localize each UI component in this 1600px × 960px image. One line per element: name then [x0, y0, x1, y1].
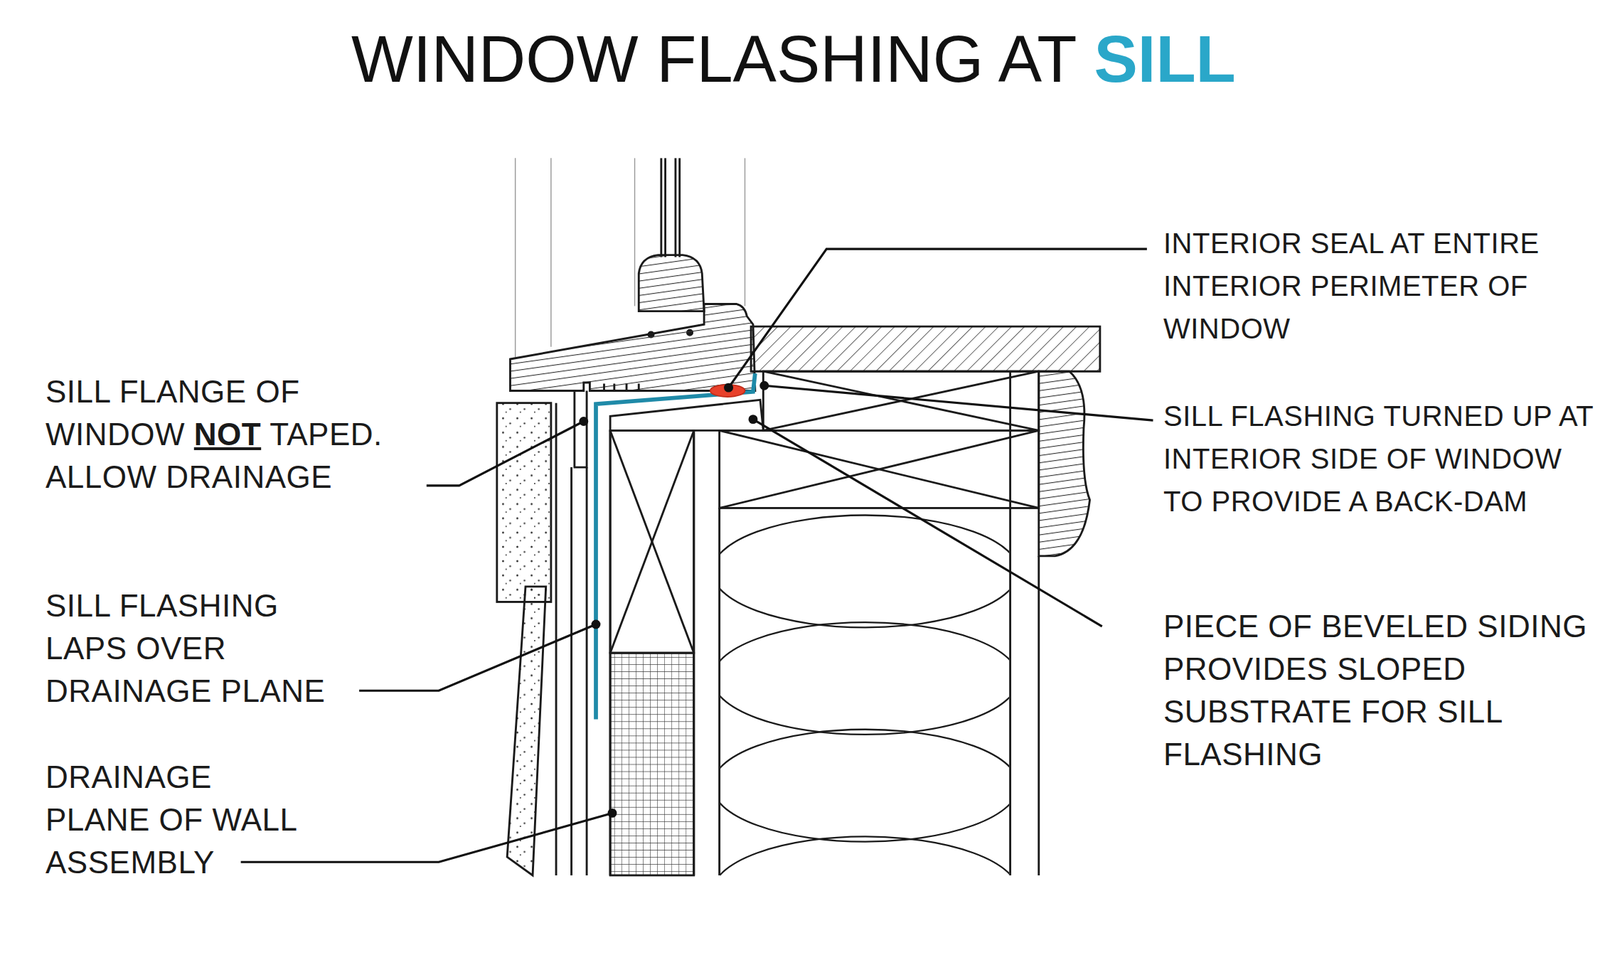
callout-label: SILL FLANGE OF WINDOW NOT TAPED. ALLOW D…	[45, 370, 444, 499]
callout-label: DRAINAGE PLANE OF WALL ASSEMBLY	[45, 755, 323, 884]
callout-label: INTERIOR SEAL AT ENTIRE INTERIOR PERIMET…	[1163, 221, 1598, 350]
title: WINDOW FLASHING AT SILL	[351, 19, 1236, 99]
callout-label: PIECE OF BEVELED SIDING PROVIDES SLOPED …	[1163, 605, 1591, 776]
callout-label: SILL FLASHING TURNED UP AT INTERIOR SIDE…	[1163, 394, 1598, 523]
leader-lines	[241, 248, 1154, 862]
callout-label: SILL FLASHING LAPS OVER DRAINAGE PLANE	[45, 584, 345, 713]
